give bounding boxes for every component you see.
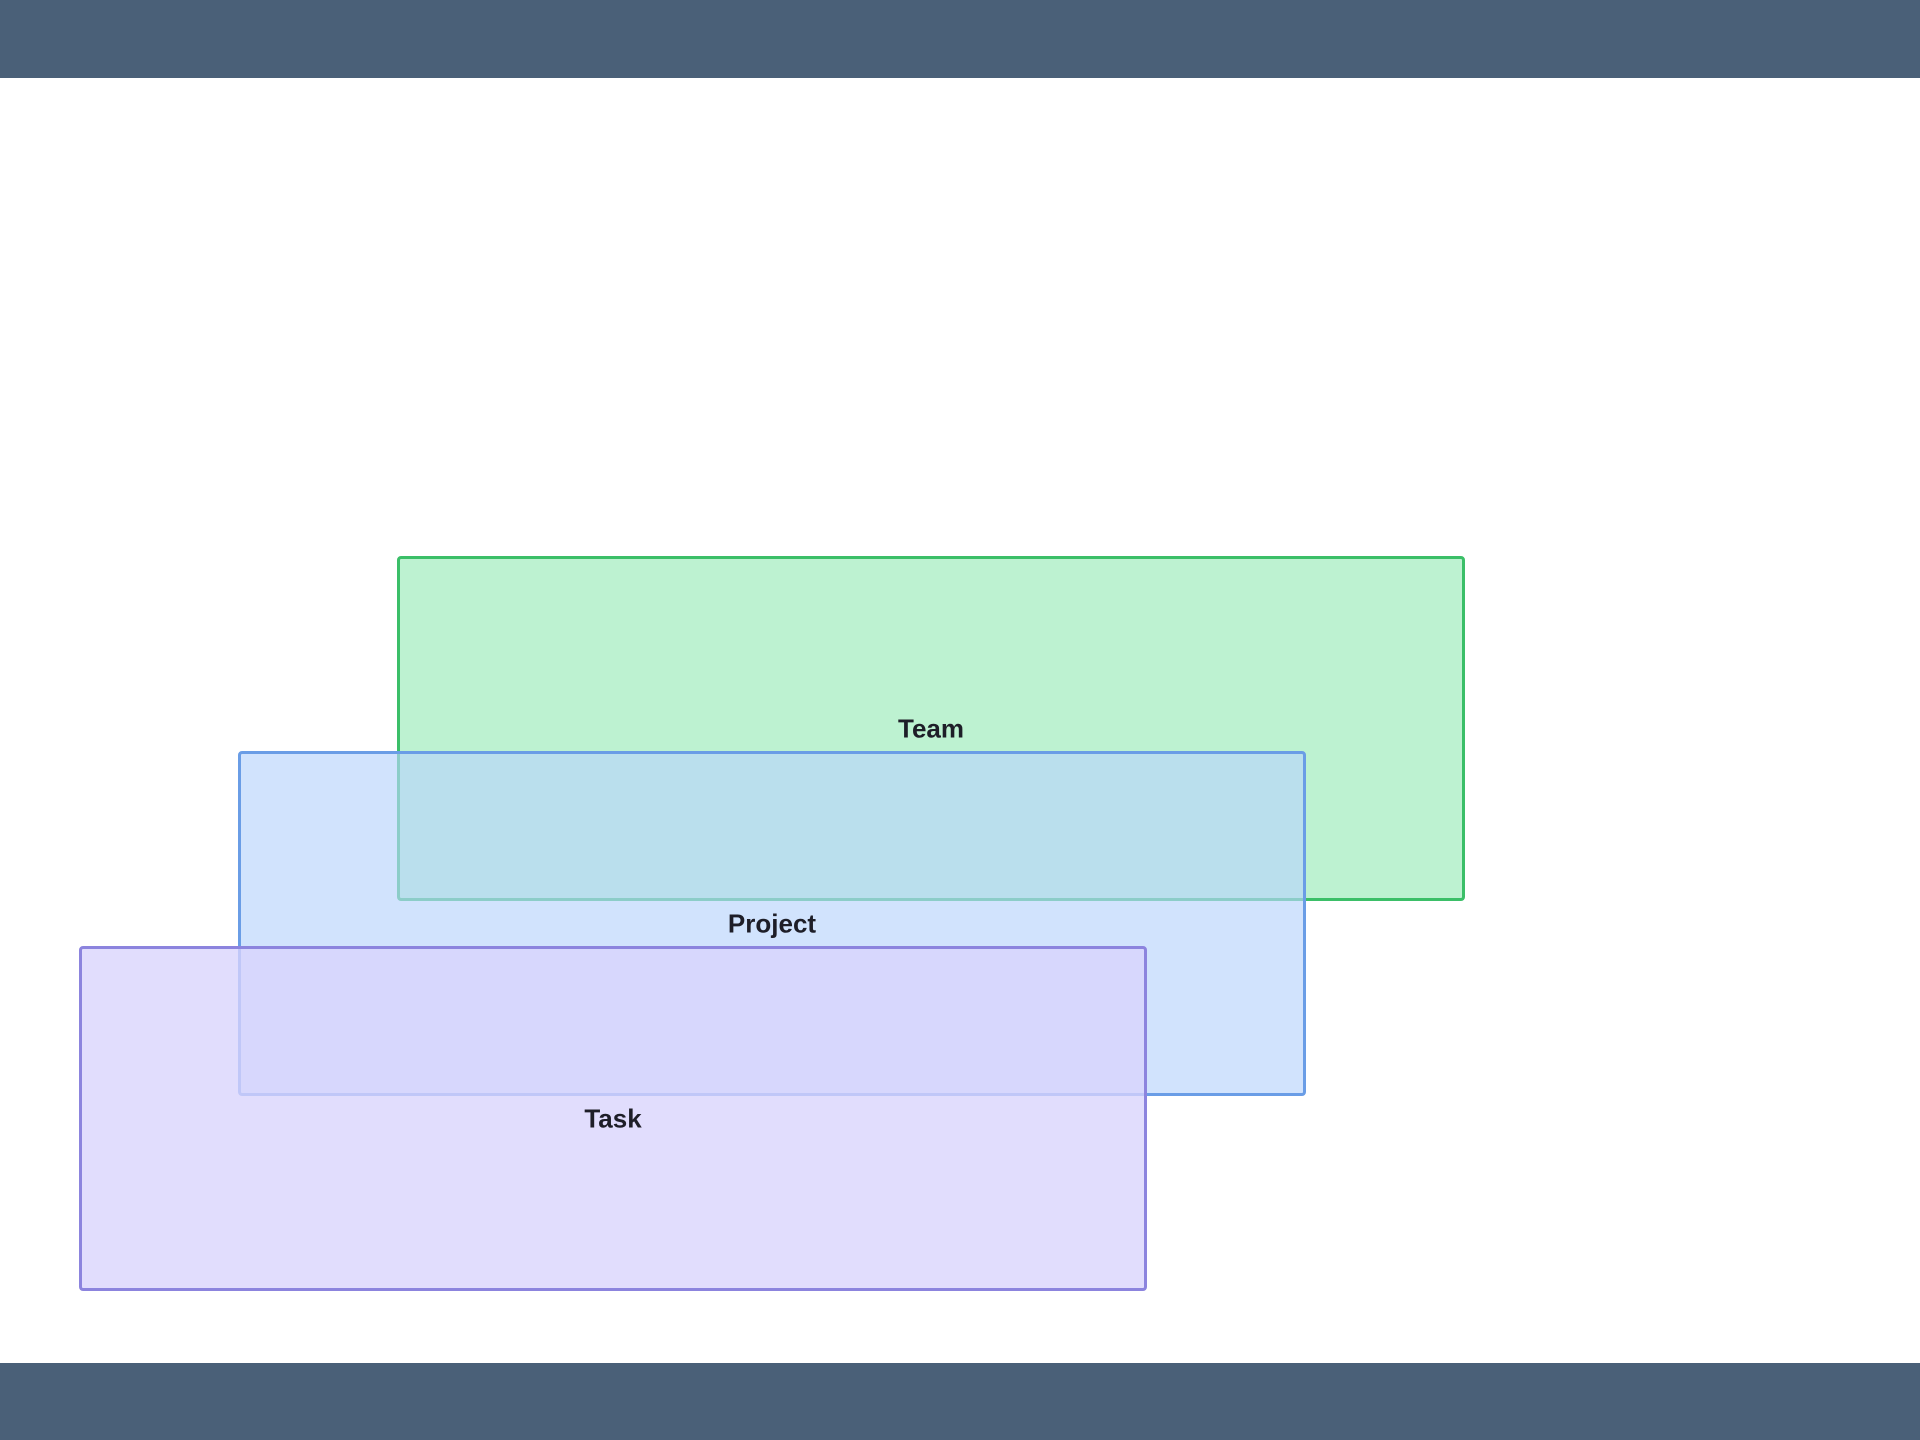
top-bar xyxy=(0,0,1920,78)
task-layer-box[interactable]: Task xyxy=(79,946,1147,1291)
task-layer-label: Task xyxy=(584,1103,642,1133)
diagram-canvas: Team Project Task xyxy=(0,78,1920,1363)
bottom-bar xyxy=(0,1363,1920,1440)
team-layer-label: Team xyxy=(898,713,964,743)
project-layer-label: Project xyxy=(727,908,817,938)
